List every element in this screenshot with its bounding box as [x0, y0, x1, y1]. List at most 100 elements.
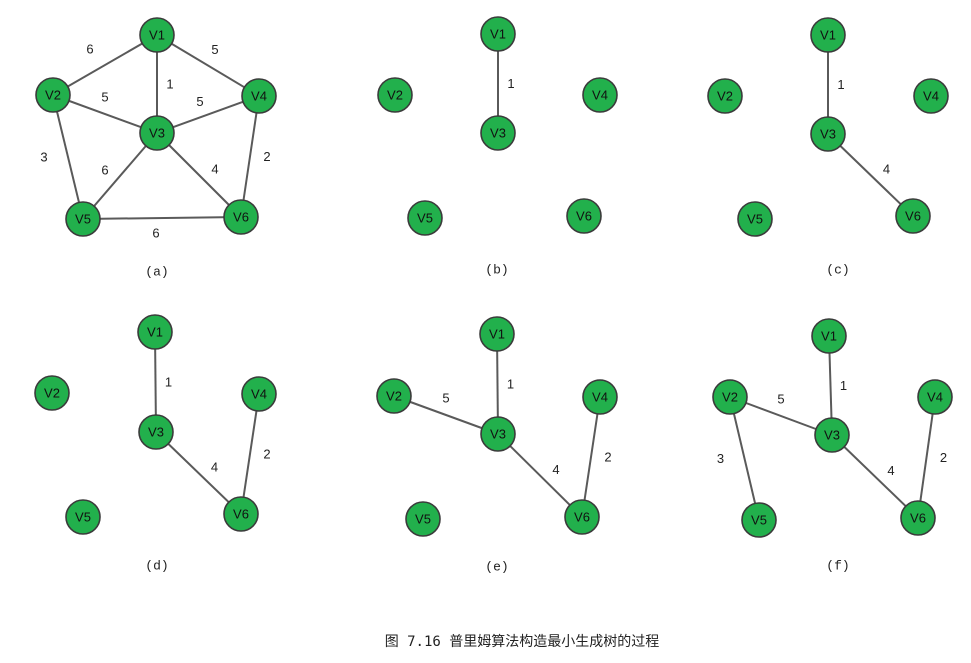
panel-caption-e: (e) [485, 560, 508, 575]
node-label-v2: V2 [45, 88, 61, 103]
node-label-v1: V1 [489, 327, 505, 342]
node-label-v6: V6 [233, 210, 249, 225]
node-v2 [707, 78, 743, 114]
node-label-v6: V6 [233, 507, 249, 522]
node-v4 [913, 78, 949, 114]
node-label-v2: V2 [44, 386, 60, 401]
edge-weight-v1-v4: 5 [211, 42, 218, 57]
edge-weight-v2-v3: 5 [442, 391, 449, 406]
node-v4 [582, 379, 618, 415]
node-v1 [811, 318, 847, 354]
edge-weight-v4-v6: 2 [940, 450, 947, 465]
edge-weight-v1-v3: 1 [507, 377, 514, 392]
edge-weight-v1-v3: 1 [165, 375, 172, 390]
edge-weight-v5-v6: 6 [152, 226, 159, 241]
edge-v3-v6 [497, 433, 583, 518]
node-label-v2: V2 [387, 88, 403, 103]
panel-caption-b: (b) [485, 263, 508, 278]
edge-weight-v1-v3: 1 [837, 77, 844, 92]
node-label-v1: V1 [820, 28, 836, 43]
edge-weight-v4-v6: 2 [263, 447, 270, 462]
node-label-v2: V2 [717, 89, 733, 104]
node-v5 [405, 501, 441, 537]
node-v6 [900, 500, 936, 536]
edge-v2-v5 [52, 94, 84, 220]
node-label-v1: V1 [147, 325, 163, 340]
edge-v4-v6 [240, 393, 260, 515]
edge-weight-v1-v3: 1 [166, 77, 173, 92]
node-v5 [737, 201, 773, 237]
node-v3 [480, 115, 516, 151]
node-v1 [480, 16, 516, 52]
panel-caption-c: (c) [826, 263, 849, 278]
node-label-v3: V3 [490, 126, 506, 141]
node-label-v6: V6 [576, 209, 592, 224]
edge-weight-v4-v6: 2 [263, 149, 270, 164]
node-v6 [566, 198, 602, 234]
node-label-v4: V4 [927, 390, 943, 405]
panel-caption-f: (f) [826, 559, 849, 574]
node-label-v4: V4 [592, 390, 608, 405]
node-v2 [377, 77, 413, 113]
node-v4 [241, 78, 277, 114]
edge-v5-v6 [82, 216, 242, 220]
edge-weight-v3-v5: 6 [101, 163, 108, 178]
edge-v4-v6 [240, 95, 260, 218]
figure-caption: 图 7.16 普里姆算法构造最小生成树的过程 [385, 634, 660, 650]
edge-v4-v6 [917, 396, 936, 519]
node-label-v6: V6 [910, 511, 926, 526]
node-v1 [810, 17, 846, 53]
node-label-v5: V5 [415, 512, 431, 527]
node-v2 [35, 77, 71, 113]
edge-weight-v3-v6: 4 [211, 460, 218, 475]
node-label-v4: V4 [251, 387, 267, 402]
edge-v3-v6 [155, 431, 242, 515]
node-label-v2: V2 [722, 390, 738, 405]
edge-v4-v6 [581, 396, 601, 518]
edge-weight-v1-v3: 1 [840, 378, 847, 393]
node-v6 [564, 499, 600, 535]
node-label-v6: V6 [574, 510, 590, 525]
edge-v1-v2 [52, 34, 158, 96]
node-label-v5: V5 [75, 510, 91, 525]
edge-weight-v1-v3: 1 [507, 76, 514, 91]
edge-v3-v4 [156, 95, 260, 134]
panel-caption-a: (a) [145, 265, 168, 280]
edge-v3-v6 [831, 434, 919, 519]
edge-weight-v2-v3: 5 [101, 90, 108, 105]
edge-weight-v3-v6: 4 [883, 162, 890, 177]
edge-v3-v6 [827, 133, 914, 217]
node-v2 [712, 379, 748, 415]
node-v4 [241, 376, 277, 412]
node-label-v4: V4 [251, 89, 267, 104]
node-v5 [65, 499, 101, 535]
node-v3 [810, 116, 846, 152]
panel-caption-d: (d) [145, 559, 168, 574]
edge-weight-v2-v5: 3 [40, 150, 47, 165]
node-label-v1: V1 [821, 329, 837, 344]
edge-v2-v3 [729, 396, 833, 436]
node-v2 [34, 375, 70, 411]
node-label-v1: V1 [490, 27, 506, 42]
edge-v1-v4 [156, 34, 260, 97]
edge-v2-v3 [393, 395, 499, 435]
edge-v2-v3 [52, 94, 158, 134]
node-v3 [139, 115, 175, 151]
node-v3 [480, 416, 516, 452]
node-label-v5: V5 [75, 212, 91, 227]
node-label-v6: V6 [905, 209, 921, 224]
node-v5 [741, 502, 777, 538]
node-label-v4: V4 [592, 88, 608, 103]
edge-v3-v6 [156, 132, 242, 218]
edge-weight-v2-v3: 5 [777, 392, 784, 407]
node-label-v3: V3 [820, 127, 836, 142]
node-v6 [223, 199, 259, 235]
edge-weight-v4-v6: 2 [604, 450, 611, 465]
edge-weight-v3-v6: 4 [211, 162, 218, 177]
edge-weight-v1-v2: 6 [86, 42, 93, 57]
node-label-v5: V5 [751, 513, 767, 528]
